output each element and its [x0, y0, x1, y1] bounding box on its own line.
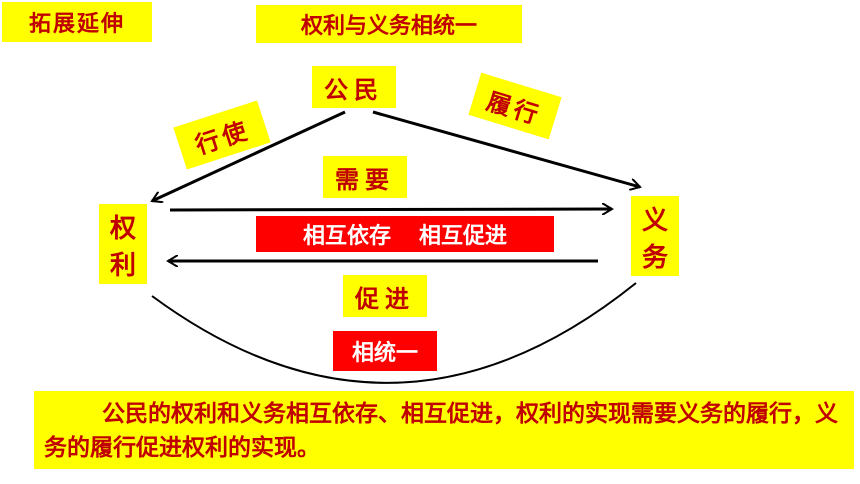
- rights-node: 权 利: [99, 204, 147, 284]
- mutual-relation-label: 相互依存 相互促进: [256, 216, 554, 252]
- arrow-citizen-to-rights: [152, 110, 346, 201]
- summary-text: 公民的权利和义务相互依存、相互促进，权利的实现需要义务的履行，义务的履行促进权利…: [34, 391, 854, 469]
- need-label: 需要: [323, 156, 407, 198]
- mutual-dependence-text: 相互依存: [302, 224, 391, 249]
- duty-char-2: 务: [641, 243, 668, 273]
- arrow-rights-to-duty: [169, 209, 612, 210]
- extension-label: 拓展延伸: [2, 2, 152, 42]
- rights-char-1: 权: [109, 214, 136, 244]
- citizen-node: 公民: [312, 66, 396, 108]
- arrow-citizen-to-duty: [372, 110, 640, 187]
- unity-arc: [151, 282, 637, 384]
- rights-char-2: 利: [109, 251, 136, 281]
- page-title: 权利与义务相统一: [256, 5, 522, 43]
- promote-label: 促进: [343, 275, 427, 317]
- unified-label: 相统一: [333, 331, 437, 371]
- duty-char-1: 义: [641, 206, 668, 236]
- mutual-promotion-text: 相互促进: [419, 224, 508, 249]
- duty-node: 义 务: [631, 196, 679, 276]
